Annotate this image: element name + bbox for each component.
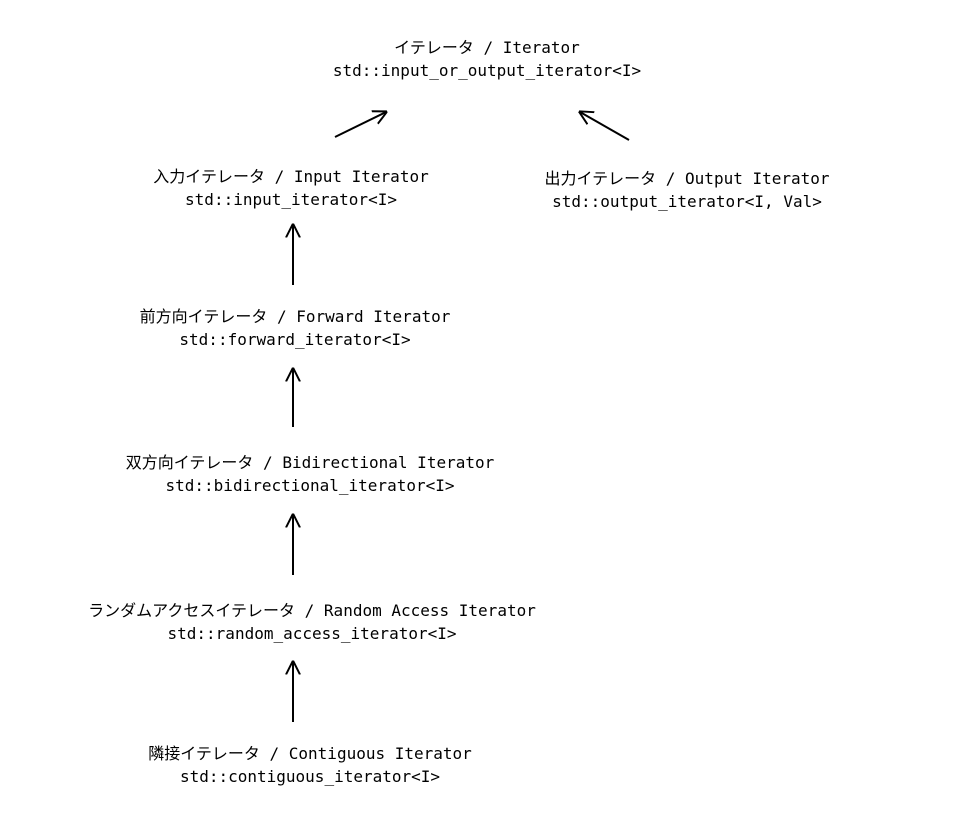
node-iterator-name: イテレータ / Iterator <box>394 38 580 57</box>
node-random-access-iterator-name: ランダムアクセスイテレータ / Random Access Iterator <box>88 601 536 620</box>
node-output-iterator-concept: std::output_iterator<I, Val> <box>552 192 822 211</box>
node-input-iterator-name: 入力イテレータ / Input Iterator <box>153 167 429 186</box>
node-bidirectional-iterator-name: 双方向イテレータ / Bidirectional Iterator <box>125 453 495 472</box>
node-contiguous-iterator-name: 隣接イテレータ / Contiguous Iterator <box>148 744 472 763</box>
node-forward-iterator: 前方向イテレータ / Forward Iterator std::forward… <box>140 305 451 351</box>
node-contiguous-iterator: 隣接イテレータ / Contiguous Iterator std::conti… <box>148 742 472 788</box>
node-input-iterator-concept: std::input_iterator<I> <box>185 190 397 209</box>
node-bidirectional-iterator-concept: std::bidirectional_iterator<I> <box>165 476 455 495</box>
node-forward-iterator-name: 前方向イテレータ / Forward Iterator <box>139 307 451 326</box>
node-contiguous-iterator-concept: std::contiguous_iterator<I> <box>179 767 441 786</box>
node-output-iterator: 出力イテレータ / Output Iterator std::output_it… <box>544 167 829 213</box>
node-iterator-concept: std::input_or_output_iterator<I> <box>332 61 642 80</box>
edge-output-to-iterator <box>580 112 630 141</box>
node-output-iterator-name: 出力イテレータ / Output Iterator <box>544 169 830 188</box>
node-bidirectional-iterator: 双方向イテレータ / Bidirectional Iterator std::b… <box>126 451 495 497</box>
node-random-access-iterator: ランダムアクセスイテレータ / Random Access Iterator s… <box>88 599 536 645</box>
node-iterator: イテレータ / Iterator std::input_or_output_it… <box>333 36 641 82</box>
node-random-access-iterator-concept: std::random_access_iterator<I> <box>167 624 457 643</box>
node-forward-iterator-concept: std::forward_iterator<I> <box>179 330 411 349</box>
edge-input-to-iterator <box>334 112 386 138</box>
node-input-iterator: 入力イテレータ / Input Iterator std::input_iter… <box>153 165 428 211</box>
